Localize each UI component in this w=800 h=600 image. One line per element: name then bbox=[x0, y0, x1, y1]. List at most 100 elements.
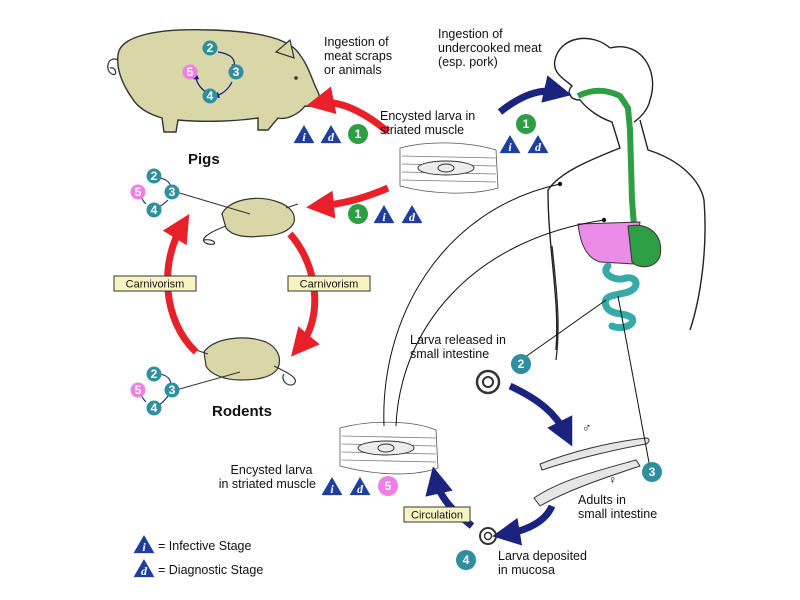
diagnostic-triangle-pig: d bbox=[320, 125, 342, 144]
connector-arc-inner bbox=[395, 219, 605, 427]
rodent-top bbox=[202, 197, 299, 245]
male-symbol: ♂ bbox=[582, 421, 591, 435]
svg-text:3: 3 bbox=[169, 383, 176, 397]
rodent-bottom bbox=[195, 337, 296, 386]
svg-text:3: 3 bbox=[233, 65, 240, 79]
svg-text:Circulation: Circulation bbox=[411, 510, 463, 522]
svg-text:d: d bbox=[328, 130, 335, 144]
label-rodents: Rodents bbox=[212, 403, 272, 420]
svg-text:d: d bbox=[535, 140, 542, 154]
diagnostic-triangle-human: d bbox=[527, 135, 549, 154]
svg-text:5: 5 bbox=[385, 479, 392, 493]
label-encysted-top: Encysted larva in striated muscle bbox=[380, 109, 479, 137]
arrow-muscle-to-pig bbox=[306, 86, 391, 135]
stage-4-marker: 4 bbox=[456, 550, 476, 570]
infective-triangle-pig: i bbox=[293, 125, 315, 144]
connector-dot-1 bbox=[557, 181, 563, 187]
stage-5-small-marker: 5 bbox=[182, 64, 198, 80]
svg-text:1: 1 bbox=[355, 127, 362, 141]
arrow-adults-to-mucosa bbox=[492, 504, 556, 546]
svg-text:d: d bbox=[141, 564, 148, 578]
connector-dot-2 bbox=[601, 217, 607, 223]
svg-text:3: 3 bbox=[169, 185, 176, 199]
arrow-muscle-to-human bbox=[497, 75, 572, 115]
coiled-larva-released bbox=[475, 369, 501, 395]
svg-text:4: 4 bbox=[463, 553, 470, 567]
stage-4-small-marker: 4 bbox=[146, 202, 162, 218]
stage-1-marker-human: 1 bbox=[516, 114, 536, 134]
legend: i = Infective Stage d = Diagnostic Stage bbox=[133, 535, 263, 578]
label-larva-deposited: Larva deposited in mucosa bbox=[498, 549, 590, 577]
female-symbol: ♀ bbox=[608, 473, 617, 487]
arrow-larva-to-adults bbox=[508, 382, 573, 447]
svg-text:Carnivorism: Carnivorism bbox=[300, 279, 359, 291]
svg-text:1: 1 bbox=[355, 207, 362, 221]
adult-worm-female bbox=[533, 459, 641, 507]
carnivorism-box-left: Carnivorism bbox=[113, 275, 197, 292]
svg-text:i: i bbox=[508, 140, 512, 154]
label-adults: Adults in small intestine bbox=[578, 493, 657, 521]
carnivorism-box-right: Carnivorism bbox=[287, 275, 371, 292]
legend-infective: i = Infective Stage bbox=[133, 535, 252, 554]
arrow-rodent-right bbox=[287, 231, 320, 357]
pointer-larva-released bbox=[520, 299, 607, 361]
svg-text:d: d bbox=[409, 210, 416, 224]
circulation-box: Circulation bbox=[403, 506, 471, 523]
svg-text:i: i bbox=[382, 210, 386, 224]
legend-infective-triangle: i bbox=[133, 535, 155, 554]
infective-triangle-rodent: i bbox=[373, 205, 395, 224]
stage-3-small-marker: 3 bbox=[228, 64, 244, 80]
stage-4-small-marker: 4 bbox=[202, 88, 218, 104]
infective-triangle-human: i bbox=[499, 135, 521, 154]
stage-2-small-marker: 2 bbox=[146, 168, 162, 184]
stage-2-small-marker: 2 bbox=[202, 40, 218, 56]
stage-3-small-marker: 3 bbox=[164, 382, 180, 398]
svg-text:d: d bbox=[357, 482, 364, 496]
infective-triangle-muscle: i bbox=[321, 477, 343, 496]
svg-text:3: 3 bbox=[649, 465, 656, 479]
svg-text:5: 5 bbox=[135, 185, 142, 199]
stage-1-marker-rodent: 1 bbox=[348, 204, 368, 224]
svg-text:= Diagnostic Stage: = Diagnostic Stage bbox=[158, 563, 263, 577]
svg-text:Carnivorism: Carnivorism bbox=[126, 279, 185, 291]
stage-2-marker: 2 bbox=[511, 354, 531, 374]
label-ingestion-scraps: Ingestion of meat scraps or animals bbox=[324, 35, 396, 77]
label-pigs: Pigs bbox=[188, 151, 220, 168]
svg-text:2: 2 bbox=[151, 169, 158, 183]
muscle-tissue-top bbox=[399, 142, 499, 194]
arrow-muscle-to-rodent bbox=[306, 184, 390, 219]
stage-1-marker-pig: 1 bbox=[348, 124, 368, 144]
stage-5-small-marker: 5 bbox=[130, 184, 146, 200]
svg-text:i: i bbox=[302, 130, 306, 144]
svg-text:4: 4 bbox=[151, 203, 158, 217]
svg-text:2: 2 bbox=[151, 367, 158, 381]
connector-arc-outer bbox=[383, 183, 561, 427]
muscle-tissue-bottom bbox=[339, 421, 439, 475]
stage-5-marker: 5 bbox=[378, 476, 398, 496]
svg-text:4: 4 bbox=[151, 401, 158, 415]
human-silhouette bbox=[547, 37, 706, 361]
stage-3-small-marker: 3 bbox=[164, 184, 180, 200]
label-encysted-bottom: Encysted larva in striated muscle bbox=[219, 463, 316, 491]
legend-diagnostic: d = Diagnostic Stage bbox=[133, 559, 263, 578]
larva-in-mucosa bbox=[479, 527, 497, 545]
svg-text:2: 2 bbox=[207, 41, 214, 55]
stage-3-marker: 3 bbox=[642, 462, 662, 482]
legend-diagnostic-triangle: d bbox=[133, 559, 155, 578]
svg-text:5: 5 bbox=[187, 65, 194, 79]
svg-text:5: 5 bbox=[135, 383, 142, 397]
svg-text:= Infective Stage: = Infective Stage bbox=[158, 539, 252, 553]
adult-worm-male bbox=[539, 437, 650, 471]
diagnostic-triangle-muscle: d bbox=[349, 477, 371, 496]
stage-2-small-marker: 2 bbox=[146, 366, 162, 382]
svg-text:2: 2 bbox=[518, 357, 525, 371]
diagnostic-triangle-rodent: d bbox=[401, 205, 423, 224]
stage-5-small-marker: 5 bbox=[130, 382, 146, 398]
digestive-tract bbox=[576, 87, 662, 332]
stage-4-small-marker: 4 bbox=[146, 400, 162, 416]
label-ingestion-meat: Ingestion of undercooked meat (esp. pork… bbox=[438, 27, 545, 69]
label-larva-released: Larva released in small intestine bbox=[410, 333, 509, 361]
svg-text:i: i bbox=[142, 540, 146, 554]
